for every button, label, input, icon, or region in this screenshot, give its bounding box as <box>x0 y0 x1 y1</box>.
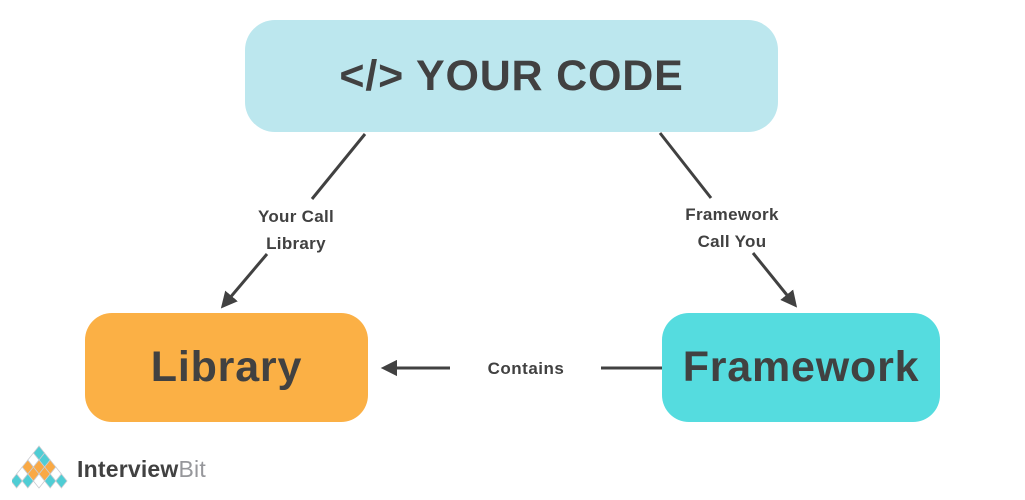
logo-text-primary: Interview <box>77 455 179 482</box>
interviewbit-logo-text: InterviewBit <box>77 456 206 483</box>
edge-label-framework-call-you: Framework Call You <box>657 201 807 255</box>
logo-diamond-teal <box>44 473 57 489</box>
edge-label-line: Library <box>266 234 326 253</box>
edge-label-line: Framework <box>685 205 779 224</box>
node-framework: Framework <box>662 313 940 422</box>
edge-label-contains: Contains <box>487 359 565 378</box>
logo-diamond-teal <box>21 473 34 489</box>
interviewbit-logo: InterviewBit <box>12 445 206 493</box>
edge-label-line: Call You <box>697 232 767 251</box>
logo-text-secondary: Bit <box>178 455 206 482</box>
node-your-code: </> YOUR CODE <box>245 20 778 132</box>
arrow-code-to-framework-lower <box>751 252 798 308</box>
logo-diamond-teal <box>55 473 68 489</box>
logo-diamond-teal <box>12 473 23 489</box>
edge-label-your-call-library: Your Call Library <box>221 203 371 257</box>
node-library: Library <box>85 313 368 422</box>
logo-diamond-white <box>32 473 46 489</box>
arrow-code-to-framework-upper <box>658 132 713 199</box>
arrow-code-to-library-upper <box>310 133 367 200</box>
interviewbit-mark-icon <box>12 445 68 489</box>
edge-label-line: Your Call <box>257 207 335 226</box>
arrow-code-to-library-lower <box>220 253 269 309</box>
